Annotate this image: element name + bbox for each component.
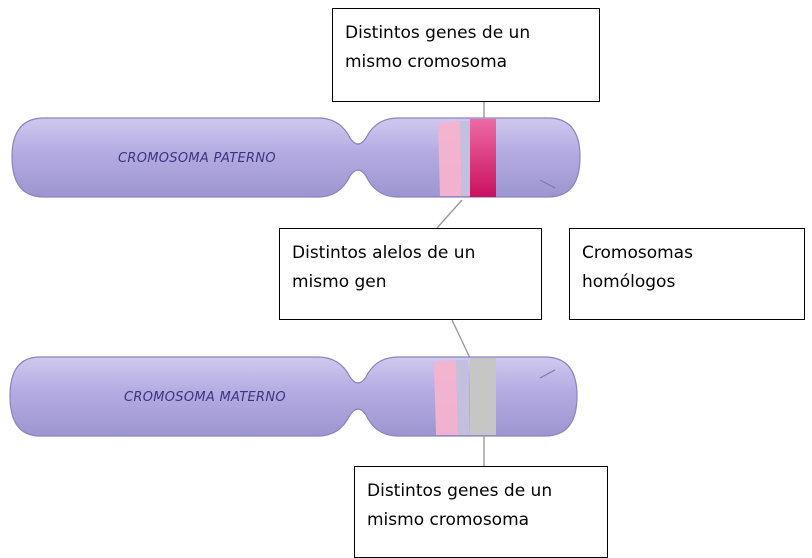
callout-bottom-genes: Distintos genes de un mismo cromosoma: [354, 466, 608, 558]
maternal-band-grey-thin: [456, 360, 470, 435]
paternal-band-grey: [460, 121, 472, 196]
paternal-band-magenta: [470, 119, 496, 197]
maternal-band-pink: [434, 360, 458, 435]
callout-top-genes-line2: mismo cromosoma: [345, 52, 508, 72]
maternal-telomere-mark: [539, 369, 556, 379]
callout-alleles-line2: mismo gen: [292, 272, 387, 292]
callout-homologous-line1: Cromosomas: [582, 243, 693, 263]
callout-homologous-line2: homólogos: [582, 272, 676, 292]
paternal-telomere-mark: [539, 179, 556, 189]
callout-homologous: Cromosomas homólogos: [569, 228, 805, 320]
callout-bottom-genes-line1: Distintos genes de un: [367, 481, 553, 501]
maternal-band-grey: [470, 358, 496, 435]
callout-alleles: Distintos alelos de un mismo gen: [279, 228, 542, 320]
connector-alleles-maternal: [451, 319, 471, 359]
callout-bottom-genes-line2: mismo cromosoma: [367, 510, 530, 530]
maternal-chromosome: CROMOSOMA MATERNO: [9, 356, 578, 437]
callout-alleles-line1: Distintos alelos de un: [292, 243, 476, 263]
callout-top-genes-line1: Distintos genes de un: [345, 23, 531, 43]
paternal-chromosome-label: CROMOSOMA PATERNO: [118, 151, 276, 166]
paternal-chromosome-body: [11, 117, 581, 198]
connector-alleles-paternal: [436, 199, 463, 229]
paternal-band-pink: [438, 121, 462, 196]
maternal-chromosome-label: CROMOSOMA MATERNO: [124, 390, 286, 405]
paternal-chromosome: CROMOSOMA PATERNO: [11, 117, 581, 198]
callout-top-genes: Distintos genes de un mismo cromosoma: [332, 8, 600, 102]
